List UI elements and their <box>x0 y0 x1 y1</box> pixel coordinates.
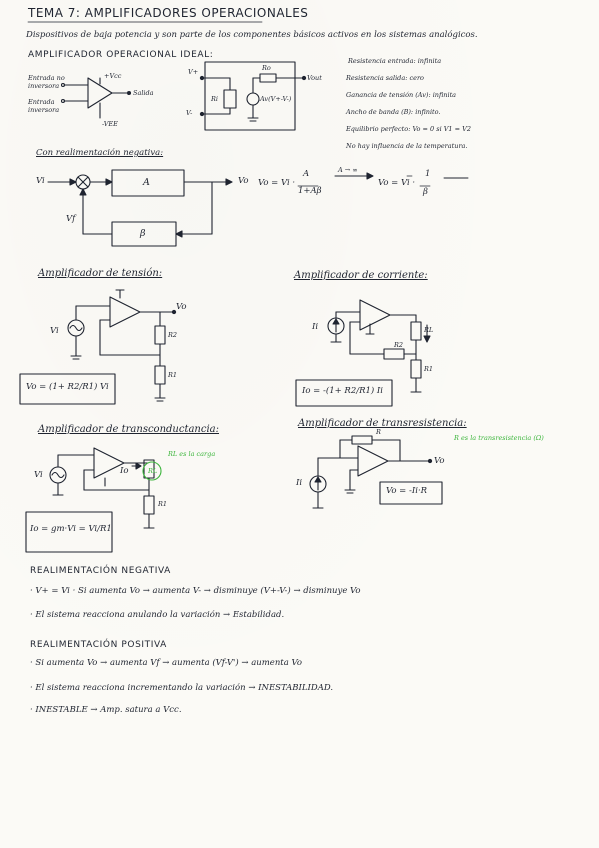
current-amplifier-circuit <box>295 299 431 407</box>
label-vee: -VEE <box>102 120 118 128</box>
transconductance-circuit <box>25 447 162 553</box>
voltage-amp-r2: R2 <box>168 331 178 339</box>
gain-equation-numerator: A <box>303 169 310 179</box>
block-beta-label: β <box>140 228 146 239</box>
ideal-property-2: Resistencia salida: cero <box>346 74 424 82</box>
ideal-model-box <box>199 61 307 131</box>
label-salida: Salida <box>133 89 154 97</box>
gain-right-denominator: β <box>423 187 428 197</box>
gain-equation-denominator: 1+Aβ <box>298 186 322 196</box>
current-amp-ii: Ii <box>312 322 319 332</box>
current-amp-r1: R1 <box>424 365 434 373</box>
page-subtitle: Dispositivos de baja potencia y son part… <box>26 30 478 40</box>
transconductance-r1: R1 <box>158 500 168 508</box>
block-a-label: A <box>143 177 150 188</box>
negative-feedback-line-1: · V+ = Vi · Si aumenta Vo → aumenta V- →… <box>30 586 361 596</box>
feedback-block-diagram <box>47 169 431 247</box>
transconductance-vi: Vi <box>34 470 43 480</box>
positive-feedback-line-1: · Si aumenta Vo → aumenta Vf → aumenta (… <box>30 658 302 668</box>
transconductance-note: RL es la carga <box>168 450 216 458</box>
voltage-amp-r1: R1 <box>168 371 178 379</box>
transconductance-heading: Amplificador de transconductancia: <box>38 424 220 435</box>
current-amp-r2: R2 <box>394 341 404 349</box>
label-vout: Vout <box>307 74 322 82</box>
transresistance-r: R <box>376 428 381 436</box>
label-v-plus: V+ <box>188 68 199 76</box>
feedback-vo: Vo <box>238 176 249 186</box>
voltage-amp-heading: Amplificador de tensión: <box>38 268 163 279</box>
gain-equation-left: Vo = Vi · <box>258 178 296 188</box>
feedback-heading: Con realimentación negativa: <box>36 148 164 158</box>
transresistance-note: R es la transresistencia (Ω) <box>454 434 544 442</box>
current-amp-formula: Io = -(1+ R2/R1) Ii <box>302 386 383 396</box>
label-entrada-no-inversora: Entrada no inversora <box>28 74 65 90</box>
voltage-amp-vo: Vo <box>176 302 187 312</box>
ideal-property-3: Ganancia de tensión (Av): infinita <box>346 91 457 99</box>
label-v-minus: V- <box>186 109 193 117</box>
voltage-amp-vi: Vi <box>50 326 59 336</box>
negative-feedback-line-2: · El sistema reacciona anulando la varia… <box>30 610 285 620</box>
page-title: TEMA 7: AMPLIFICADORES OPERACIONALES <box>28 6 309 20</box>
transresistance-heading: Amplificador de transresistencia: <box>298 418 467 429</box>
label-vcc: +Vcc <box>104 72 122 80</box>
label-ro: Ro <box>262 64 271 72</box>
negative-feedback-heading: REALIMENTACIÓN NEGATIVA <box>30 566 171 576</box>
positive-feedback-line-3: · INESTABLE → Amp. satura a Vcc. <box>30 705 182 715</box>
gain-limit-label: A → ∞ <box>338 166 358 174</box>
gain-right-numerator: 1 <box>425 169 431 179</box>
ideal-heading: AMPLIFICADOR OPERACIONAL IDEAL: <box>28 50 214 60</box>
transresistance-circuit <box>309 435 443 509</box>
voltage-amplifier-circuit <box>19 289 177 405</box>
ideal-property-6: No hay influencia de la temperatura. <box>346 142 468 150</box>
positive-feedback-line-2: · El sistema reacciona incrementando la … <box>30 683 334 693</box>
ideal-property-4: Ancho de banda (B): infinito. <box>346 108 441 116</box>
positive-feedback-heading: REALIMENTACIÓN POSITIVA <box>30 640 167 650</box>
feedback-vi: Vi <box>36 176 45 186</box>
feedback-vf: Vf <box>66 214 76 224</box>
current-amp-heading: Amplificador de corriente: <box>294 270 428 281</box>
current-amp-rl: RL <box>424 326 434 334</box>
voltage-amp-formula: Vo = (1+ R2/R1) Vi <box>26 382 109 392</box>
transresistance-formula: Vo = -Ii·R <box>386 486 428 496</box>
transresistance-ii: Ii <box>296 478 303 488</box>
transconductance-io: Io <box>120 466 129 476</box>
label-source: Av(V+-V-) <box>260 95 292 103</box>
transresistance-vo: Vo <box>434 456 445 466</box>
label-ri: Ri <box>211 95 218 103</box>
label-entrada-inversora: Entrada inversora <box>28 98 60 114</box>
ideal-property-5: Equilibrio perfecto: Vo = 0 si V1 = V2 <box>346 125 471 133</box>
ideal-property-1: Resistencia entrada: infinita <box>348 57 442 65</box>
gain-equation-right: Vo = Vi · <box>378 178 416 188</box>
ideal-opamp-symbol <box>60 77 132 119</box>
transconductance-rl: RL <box>148 467 158 475</box>
transconductance-formula: Io = gm·Vi = Vi/R1 <box>30 524 112 534</box>
